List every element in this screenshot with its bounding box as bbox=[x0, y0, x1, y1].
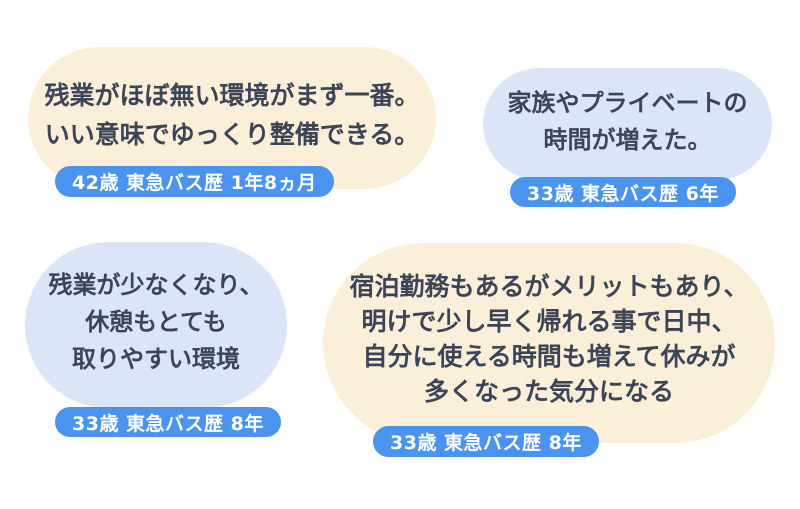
quote-line: 家族やプライベートの bbox=[507, 89, 748, 117]
quote-line: 残業がほぼ無い環境がまず一番。 bbox=[44, 81, 420, 110]
testimonial-badge-4: 33歳 東急バス歴 8年 bbox=[373, 426, 599, 457]
quote-line: 休憩もとても bbox=[85, 307, 227, 336]
quote-line: いい意味でゆっくり整備できる。 bbox=[44, 120, 420, 149]
quote-line: 取りやすい環境 bbox=[72, 344, 240, 373]
testimonial-quote-4: 宿泊勤務もあるがメリットもあり、 明けで少し早く帰れる事で日中、 自分に使える時… bbox=[323, 269, 775, 409]
quote-line: 明けで少し早く帰れる事で日中、 bbox=[361, 307, 737, 336]
quote-line: 時間が増えた。 bbox=[543, 126, 712, 154]
testimonial-quote-1: 残業がほぼ無い環境がまず一番。 いい意味でゆっくり整備できる。 bbox=[28, 76, 436, 154]
testimonial-quote-3: 残業が少なくなり、 休憩もとても 取りやすい環境 bbox=[25, 267, 287, 378]
testimonial-badge-3: 33歳 東急バス歴 8年 bbox=[55, 407, 281, 437]
quote-line: 自分に使える時間も増えて休みが bbox=[362, 342, 736, 371]
quote-line: 宿泊勤務もあるがメリットもあり、 bbox=[349, 272, 749, 301]
quote-line: 残業が少なくなり、 bbox=[48, 270, 264, 299]
testimonial-bubble-4: 宿泊勤務もあるがメリットもあり、 明けで少し早く帰れる事で日中、 自分に使える時… bbox=[323, 243, 775, 443]
testimonial-bubble-2: 家族やプライベートの 時間が増えた。 bbox=[483, 68, 772, 180]
testimonial-bubble-3: 残業が少なくなり、 休憩もとても 取りやすい環境 bbox=[25, 242, 287, 408]
testimonial-badge-2: 33歳 東急バス歴 6年 bbox=[510, 177, 736, 207]
testimonial-badge-1: 42歳 東急バス歴 1年8ヵ月 bbox=[55, 166, 334, 197]
quote-line: 多くなった気分になる bbox=[423, 377, 674, 406]
testimonial-quote-2: 家族やプライベートの 時間が増えた。 bbox=[483, 85, 772, 159]
testimonial-bubble-1: 残業がほぼ無い環境がまず一番。 いい意味でゆっくり整備できる。 bbox=[28, 47, 436, 189]
